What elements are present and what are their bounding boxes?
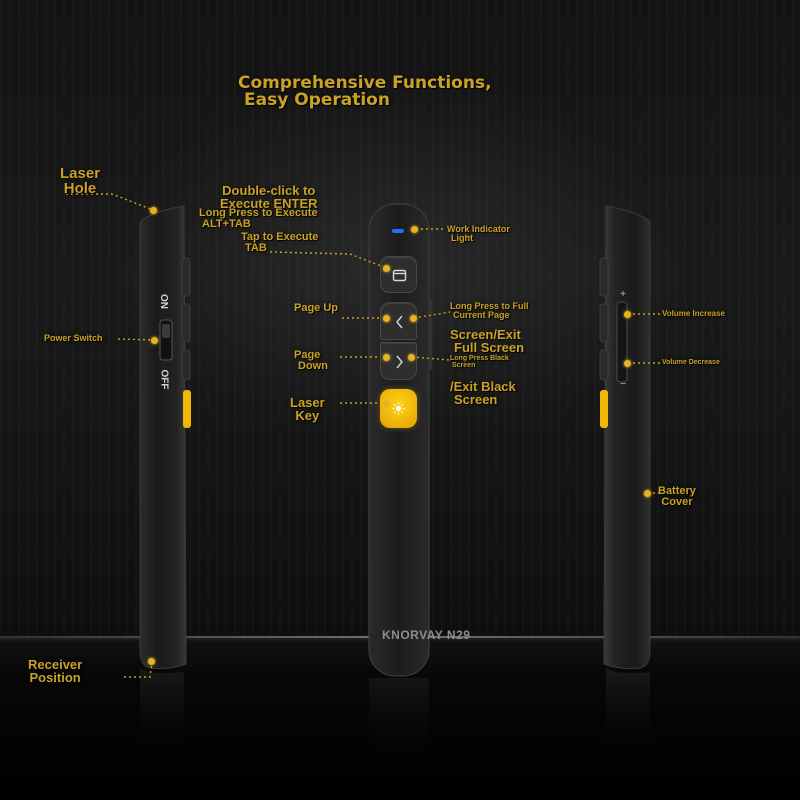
callout-dot-battery (644, 490, 651, 497)
callout-dot-page-down (383, 354, 390, 361)
callout-dot-tab (383, 265, 390, 272)
laser-key-label: Laser Key (290, 395, 325, 423)
volume-decrease-label: Volume Decrease (662, 359, 720, 366)
long-press-black-label: Long Press Black Screen (450, 355, 509, 369)
right-side-device (599, 205, 651, 760)
volume-increase-label: Volume Increase (662, 309, 725, 318)
exit-black-label: /Exit Black Screen (450, 379, 516, 407)
long-press-full-label: Long Press to Full Current Page (450, 301, 529, 320)
callout-dot-volume-up (624, 311, 631, 318)
long-press-alt-tab-label: Long Press to Execute ALT+TAB (199, 207, 318, 230)
page-down-label: Page Down (294, 349, 328, 372)
plus-icon[interactable]: + (620, 289, 626, 300)
double-click-label: Double-click to Execute ENTER (220, 183, 318, 211)
callout-dot-indicator (411, 226, 418, 233)
work-indicator-label: Work Indicator Light (447, 224, 510, 243)
battery-cover-label: Battery Cover (658, 485, 696, 508)
switch-off-label: OFF (158, 369, 170, 390)
power-switch-label: Power Switch (44, 333, 103, 343)
callout-dot-receiver (148, 658, 155, 665)
chevron-left-icon (396, 315, 403, 329)
callout-dot-page-up (383, 315, 390, 322)
screen-exit-label: Screen/Exit Full Screen (450, 327, 525, 355)
window-icon (392, 269, 407, 282)
callout-dot-volume-down (624, 360, 631, 367)
minus-icon[interactable]: − (620, 379, 626, 390)
leader-lines (66, 193, 660, 678)
laser-hole-label: Laser Hole (60, 165, 101, 197)
page-title: Comprehensive Functions, Easy Operation (238, 73, 492, 110)
callout-dot-laser-key (383, 400, 390, 407)
laser-button[interactable] (380, 389, 417, 428)
tab-button[interactable] (380, 256, 417, 293)
page-up-label: Page Up (294, 302, 339, 314)
page-down-button[interactable] (380, 342, 417, 380)
callout-dot-black-screen (408, 354, 415, 361)
callout-dot-full-screen (410, 315, 417, 322)
callout-dot-power-switch (151, 337, 158, 344)
callout-dot-laser-hole (150, 207, 157, 214)
tap-tab-label: Tap to Execute TAB (241, 231, 319, 254)
receiver-position-label: Receiver Position (28, 657, 83, 685)
sun-icon (392, 402, 405, 415)
left-side-device (139, 205, 191, 760)
chevron-right-icon (396, 355, 403, 369)
switch-on-label: ON (158, 294, 169, 309)
brand-name: KNORVAY N29 (382, 628, 471, 642)
